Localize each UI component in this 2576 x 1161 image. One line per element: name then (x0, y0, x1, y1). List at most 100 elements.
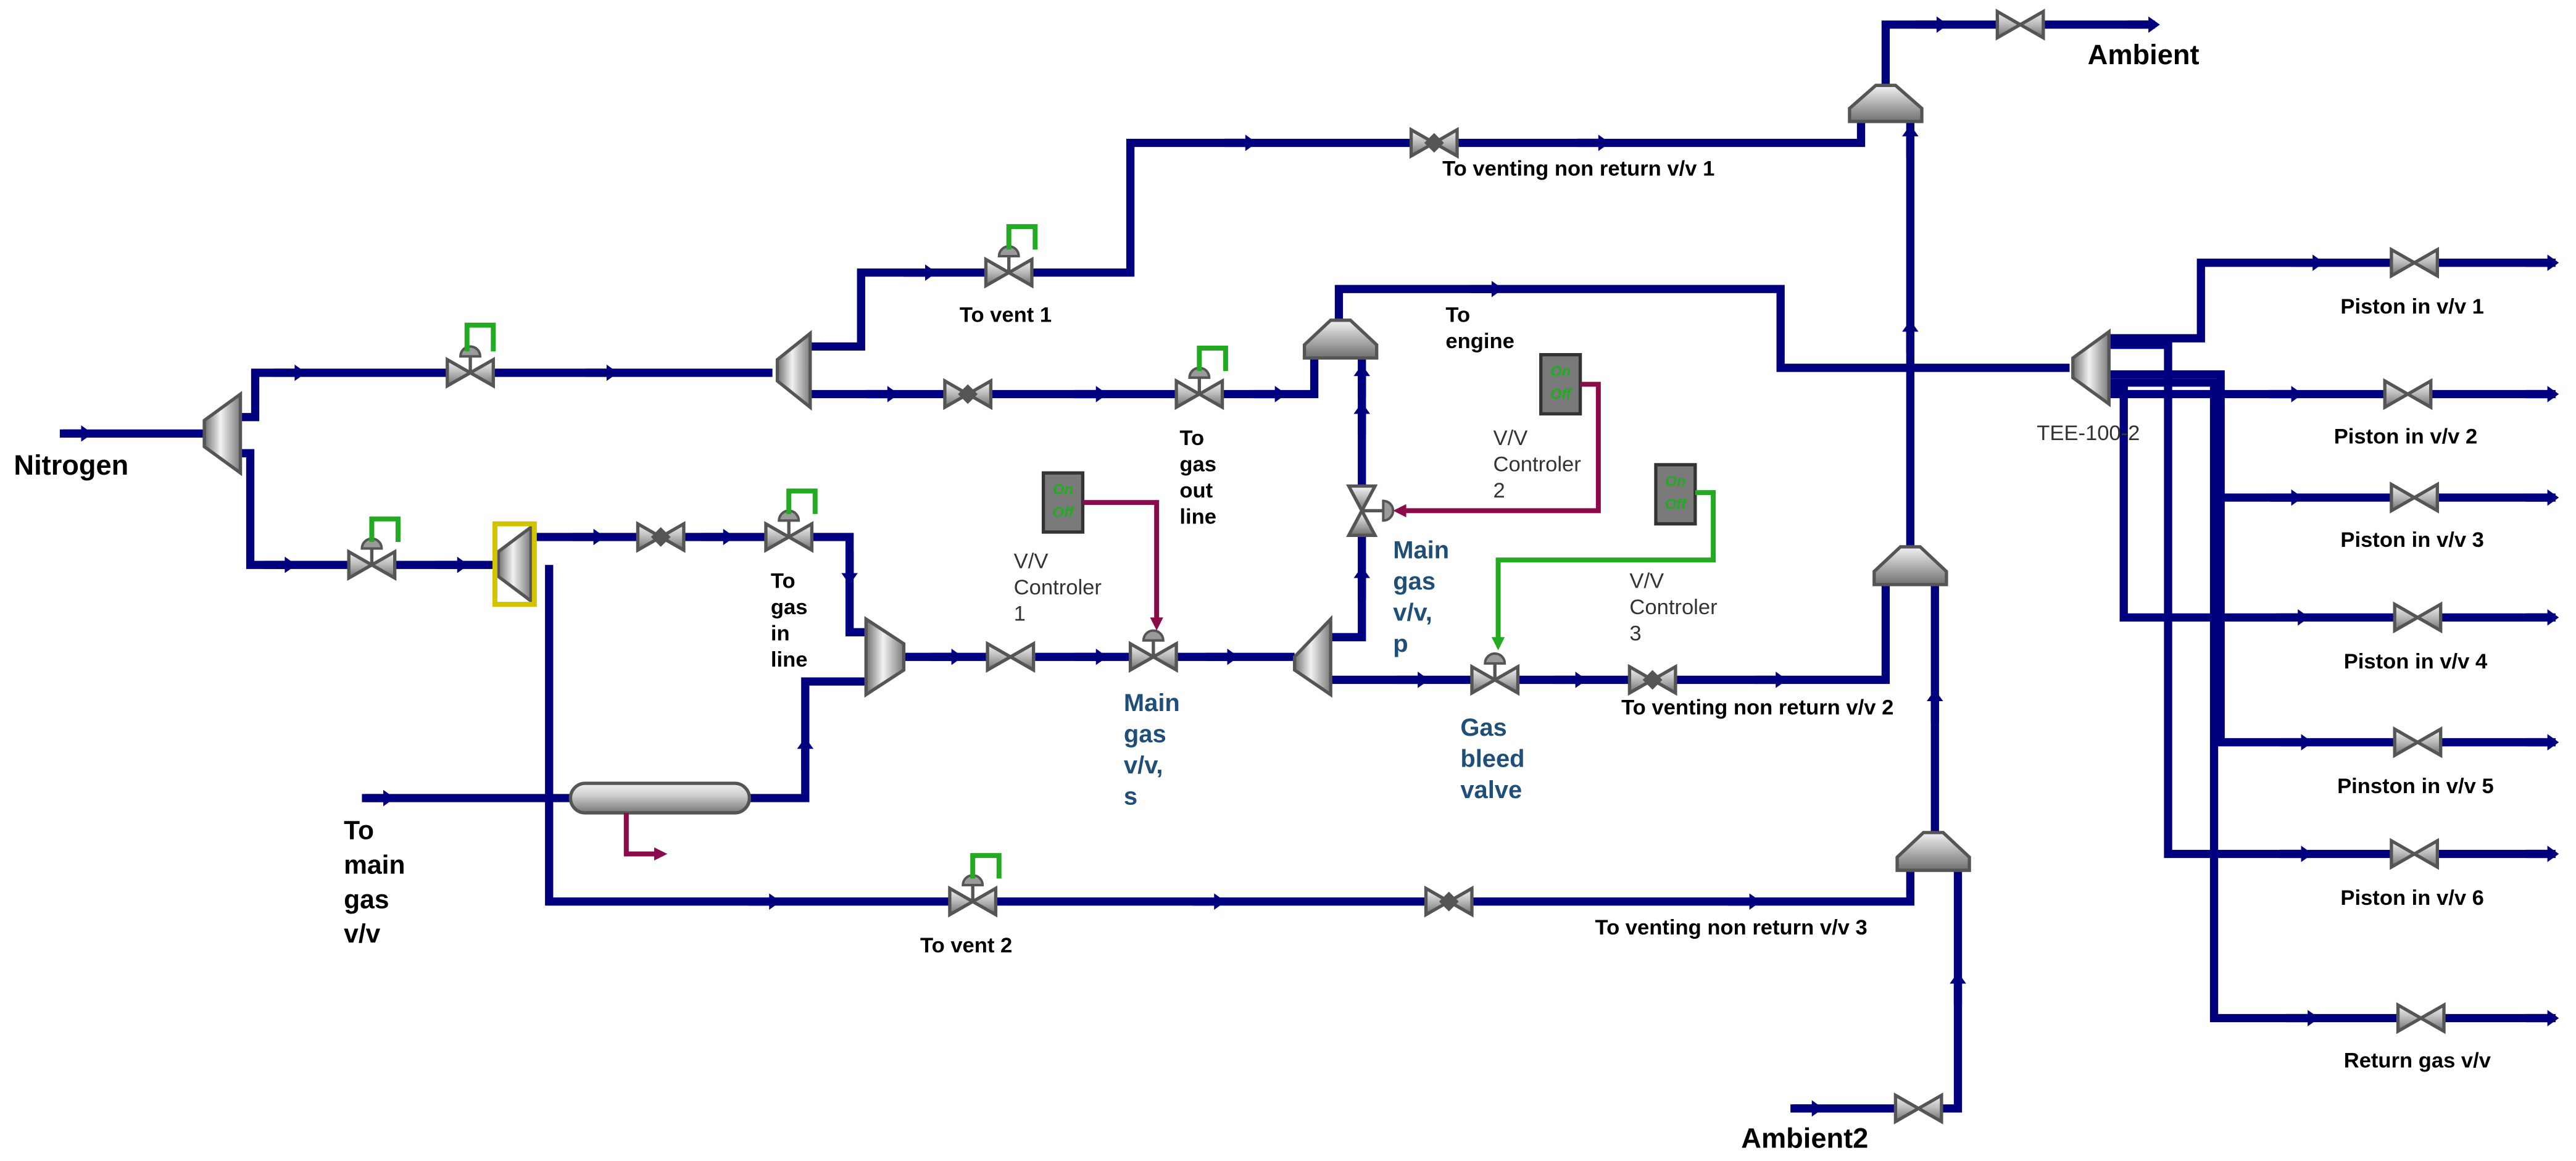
svg-text:gas: gas (771, 596, 808, 619)
svg-text:v/v,: v/v, (1393, 599, 1432, 626)
tees-and-mixers (202, 83, 2111, 872)
tee-selected-icon[interactable] (496, 523, 533, 605)
svg-text:engine: engine (1445, 330, 1514, 353)
controller-3[interactable]: On Off (1491, 463, 1716, 651)
svg-text:To: To (344, 816, 374, 846)
check-valve-icon[interactable] (638, 524, 683, 551)
svg-text:Off: Off (1665, 496, 1687, 513)
controller-1[interactable]: On Off (1041, 471, 1163, 631)
mixer-icon[interactable] (1848, 83, 1924, 123)
mixer-icon[interactable] (864, 616, 906, 698)
piston-1-label: Piston in v/v 1 (2340, 295, 2484, 318)
to-gas-in-line-label: To gas in line (771, 569, 808, 672)
check-valve-icon[interactable] (1629, 667, 1675, 693)
svg-text:v/v: v/v (344, 919, 380, 949)
svg-text:valve: valve (1460, 776, 1522, 804)
to-vent-1-label: To vent 1 (960, 303, 1052, 327)
to-main-gas-vv-label: To main gas v/v (344, 816, 405, 949)
svg-text:gas: gas (1124, 721, 1166, 748)
check-valve-icon[interactable] (945, 381, 991, 407)
svg-text:s: s (1124, 783, 1137, 810)
piston-2-label: Piston in v/v 2 (2334, 425, 2478, 448)
control-valve-icon[interactable] (766, 488, 818, 551)
valve-icon[interactable] (2385, 381, 2430, 407)
return-gas-label: Return gas v/v (2344, 1049, 2491, 1072)
svg-text:gas: gas (1179, 453, 1216, 476)
piston-4-label: Piston in v/v 4 (2344, 650, 2488, 673)
valves (349, 12, 2444, 1122)
control-valve-icon[interactable] (447, 322, 496, 386)
to-vent-2-label: To vent 2 (920, 934, 1012, 957)
svg-text:bleed: bleed (1460, 745, 1524, 772)
controller-2[interactable]: On Off (1393, 353, 1601, 518)
controller-1-label: V/V Controler 1 (1014, 550, 1102, 626)
svg-text:Controler: Controler (1494, 453, 1581, 476)
valve-icon[interactable] (2395, 604, 2440, 631)
piston-3-label: Piston in v/v 3 (2340, 528, 2484, 552)
tee-100-2-label: TEE-100-2 (2037, 422, 2140, 445)
svg-text:Main: Main (1393, 537, 1449, 564)
mixer-icon[interactable] (1895, 831, 1971, 872)
to-venting-1-label: To venting non return v/v 1 (1442, 157, 1714, 181)
valve-icon[interactable] (1997, 12, 2043, 38)
controller-2-label: V/V Controler 2 (1494, 427, 1581, 502)
to-venting-3-label: To venting non return v/v 3 (1595, 916, 1868, 939)
valve-icon[interactable] (2391, 485, 2437, 511)
tee-100-2-icon[interactable] (2071, 328, 2111, 407)
svg-text:Controler: Controler (1629, 596, 1717, 619)
svg-text:2: 2 (1494, 479, 1505, 502)
tee-icon[interactable] (775, 330, 812, 411)
svg-text:main: main (344, 850, 405, 880)
svg-text:To: To (1445, 303, 1470, 327)
svg-text:1: 1 (1014, 602, 1026, 626)
tee-icon[interactable] (202, 391, 243, 476)
main-gas-vv-s-label: Main gas v/v, s (1124, 689, 1180, 810)
tee-icon[interactable] (1292, 615, 1332, 698)
valve-icon[interactable] (987, 644, 1033, 670)
labels: Nitrogen Ambient Ambient2 To venting non… (14, 39, 2493, 1154)
valve-icon[interactable] (1895, 1096, 1941, 1122)
control-valve-icon[interactable] (349, 516, 401, 578)
svg-text:On: On (1053, 481, 1073, 498)
svg-text:in: in (771, 622, 790, 646)
nitrogen-label: Nitrogen (14, 449, 128, 481)
main-gas-vv-p-label: Main gas v/v, p (1393, 537, 1449, 658)
gas-bleed-valve-icon[interactable] (1472, 654, 1518, 693)
control-valve-icon[interactable] (986, 224, 1038, 286)
mixer-icon[interactable] (1302, 318, 1379, 360)
valve-icon[interactable] (2398, 1005, 2444, 1031)
valve-icon[interactable] (2391, 249, 2437, 276)
controller-3-label: V/V Controler 3 (1629, 569, 1717, 645)
to-engine-label: To engine (1445, 303, 1514, 353)
cooler-icon[interactable] (568, 781, 752, 861)
svg-text:Main: Main (1124, 689, 1180, 717)
valve-icon[interactable] (2391, 841, 2437, 867)
valve-icon[interactable] (2395, 729, 2440, 755)
control-valve-icon[interactable] (1176, 346, 1228, 407)
svg-text:gas: gas (344, 884, 389, 914)
svg-text:To: To (1179, 427, 1204, 450)
svg-text:line: line (1179, 506, 1216, 529)
mixer-icon[interactable] (1872, 545, 1948, 586)
ambient2-label: Ambient2 (1741, 1123, 1868, 1154)
svg-text:On: On (1665, 473, 1685, 490)
piston-6-label: Piston in v/v 6 (2340, 886, 2484, 910)
to-venting-2-label: To venting non return v/v 2 (1621, 696, 1893, 719)
svg-text:p: p (1393, 630, 1408, 657)
ambient-label: Ambient (2088, 39, 2200, 70)
control-valve-icon[interactable] (950, 853, 1002, 915)
piston-5-label: Pinston in v/v 5 (2337, 775, 2494, 798)
svg-text:v/v,: v/v, (1124, 752, 1163, 779)
svg-text:Gas: Gas (1460, 714, 1506, 741)
svg-text:To: To (771, 569, 796, 593)
svg-text:Off: Off (1550, 386, 1573, 403)
to-gas-out-line-label: To gas out line (1179, 427, 1216, 529)
main-gas-valve-s-icon[interactable] (1131, 631, 1176, 670)
main-gas-valve-p-icon[interactable] (1346, 484, 1395, 537)
svg-text:3: 3 (1629, 622, 1641, 646)
check-valve-icon[interactable] (1426, 888, 1471, 915)
svg-text:V/V: V/V (1014, 550, 1049, 573)
check-valve-icon[interactable] (1411, 130, 1457, 156)
svg-text:V/V: V/V (1494, 427, 1528, 450)
